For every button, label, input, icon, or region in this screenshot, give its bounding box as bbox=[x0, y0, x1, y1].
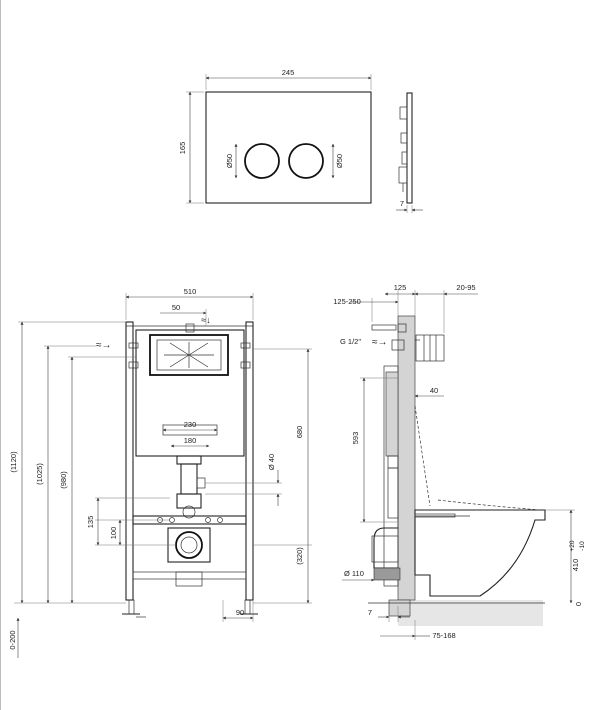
height-410-label: 410 bbox=[571, 559, 580, 572]
frame-left-post bbox=[125, 321, 134, 601]
side-dim-125-250-label: 125-250 bbox=[333, 297, 361, 306]
height-1025-label: (1025) bbox=[35, 463, 44, 485]
height-980-label: (980) bbox=[59, 471, 68, 489]
zero-label: 0 bbox=[574, 602, 583, 606]
flush-plate-outline bbox=[205, 91, 372, 204]
plate-height-label: 165 bbox=[178, 142, 187, 155]
side-dim-40-label: 40 bbox=[430, 386, 438, 395]
pipe-40-label: Ø 40 bbox=[267, 454, 276, 470]
cistern-side bbox=[385, 371, 399, 457]
height-1120-label: (1120) bbox=[9, 451, 18, 473]
plate-depth-label: 7 bbox=[400, 199, 404, 208]
height-680-label: 680 bbox=[295, 426, 304, 439]
water-inlet-side-icon: ≈→ bbox=[96, 340, 112, 351]
side-dim-7-label: 7 bbox=[368, 608, 372, 617]
dim-135-label: 135 bbox=[86, 516, 95, 529]
dim-100-label: 100 bbox=[109, 527, 118, 540]
height-320-label: (320) bbox=[295, 547, 304, 565]
flush-plate-front: 245 165 Ø50 Ø50 bbox=[178, 68, 372, 204]
tolerance-plus-label: +20 bbox=[569, 540, 576, 551]
water-inlet-side-view-icon: ≈→ bbox=[372, 337, 388, 348]
flush-button-right bbox=[288, 143, 324, 179]
dim-90-label: 90 bbox=[236, 608, 244, 617]
flush-button-left bbox=[244, 143, 280, 179]
wall-profile bbox=[397, 315, 416, 601]
floor-finish bbox=[398, 600, 543, 626]
frame-side-view: 125 125-250 20-95 G 1/2" ≈→ 40 593 Ø 110… bbox=[333, 283, 586, 640]
plate-side-outline bbox=[406, 92, 413, 204]
button-left-diameter: Ø50 bbox=[225, 154, 234, 168]
toilet-bowl bbox=[414, 509, 546, 597]
tolerance-minus-label: -10 bbox=[579, 541, 586, 551]
plate-width-label: 245 bbox=[282, 68, 295, 77]
frame-right-post bbox=[245, 321, 254, 601]
floor-range-label: 0-200 bbox=[8, 630, 17, 649]
frame-front-view: ≈↓ ≈→ 510 50 230 180 (1120) (1025) (980)… bbox=[8, 287, 312, 658]
side-dim-125-label: 125 bbox=[394, 283, 407, 292]
waste-outlet bbox=[175, 531, 203, 559]
flush-pipe bbox=[180, 463, 198, 495]
button-right-diameter: Ø50 bbox=[335, 154, 344, 168]
thread-label: G 1/2" bbox=[340, 337, 361, 346]
pipe-110-label: Ø 110 bbox=[344, 569, 364, 578]
flush-opening bbox=[149, 334, 229, 376]
frame-width-label: 510 bbox=[184, 287, 197, 296]
inner-230-label: 230 bbox=[184, 420, 197, 429]
page-border bbox=[0, 0, 1, 710]
side-dim-20-95-label: 20-95 bbox=[456, 283, 475, 292]
side-dim-593-label: 593 bbox=[351, 432, 360, 445]
side-dim-75-168-label: 75-168 bbox=[432, 631, 455, 640]
inner-180-label: 180 bbox=[184, 436, 197, 445]
top-offset-label: 50 bbox=[172, 303, 180, 312]
waste-pipe-side bbox=[373, 567, 401, 581]
flush-plate-side: 7 bbox=[396, 92, 423, 213]
